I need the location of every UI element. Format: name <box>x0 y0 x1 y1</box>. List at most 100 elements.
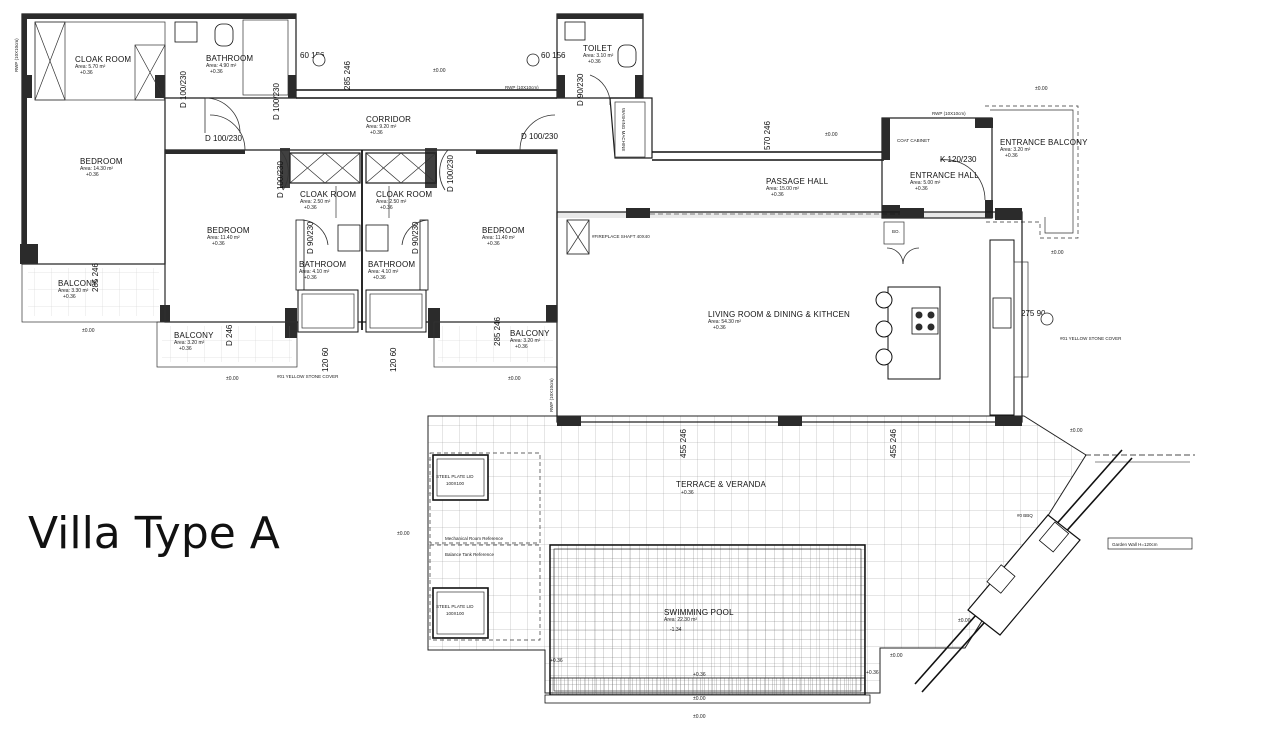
room-label-corridor: CORRIDOR <box>366 115 411 124</box>
window-tag-bath-low2: 120 60 <box>389 347 398 372</box>
window-tag-bal1: 285 246 <box>91 263 100 292</box>
level-marker: +0.36 <box>550 658 563 664</box>
bo-label: BO. <box>892 229 900 234</box>
room-level-terrace: +0.36 <box>681 490 694 496</box>
room-area-living: Area: 54.30 m² <box>708 319 741 325</box>
rwp-label-1: RWP (10X10cm) <box>14 38 19 72</box>
room-level-pool: -1.34 <box>670 627 682 633</box>
room-level-cloak-room-3: +0.36 <box>380 205 393 211</box>
bbq-label: #0 BBQ <box>1017 513 1033 518</box>
fireplace-shaft-label: #FIREPLACE SHAFT 40X40 <box>592 234 650 239</box>
room-area-bedroom-master: Area: 14.30 m² <box>80 166 113 172</box>
room-area-toilet: Area: 3.10 m² <box>583 53 614 59</box>
door-tag-8: D 90/230 <box>576 73 585 106</box>
stone-cover-label-2: #01 YELLOW STONE COVER <box>1060 336 1122 341</box>
level-marker: ±0.00 <box>890 653 903 659</box>
room-area-bathroom-3: Area: 4.10 m² <box>368 269 399 275</box>
room-area-bathroom-2: Area: 4.10 m² <box>299 269 330 275</box>
room-level-toilet: +0.36 <box>588 59 601 65</box>
room-level-bathroom-1: +0.36 <box>210 69 223 75</box>
rwp-label-4: RWP (10X10cm) <box>549 378 554 412</box>
level-marker: +0.36 <box>693 672 706 678</box>
room-level-balcony-2: +0.36 <box>179 346 192 352</box>
level-marker: ±0.00 <box>693 714 706 720</box>
window-tag-bal2: D 246 <box>225 324 234 346</box>
level-marker: +0.36 <box>866 670 879 676</box>
room-label-balcony-1: BALCONY <box>58 279 98 288</box>
steel-plate-lid-1 <box>432 454 489 501</box>
room-label-bathroom-2: BATHROOM <box>299 260 346 269</box>
window-tag-bath1: 60 156 <box>300 51 325 60</box>
steel-plate-lid-1-size: 100X100 <box>446 481 465 486</box>
rwp-label-3: RWP (10X10cm) <box>932 111 966 116</box>
room-area-bedroom-2: Area: 11.40 m² <box>207 235 240 241</box>
window-tag-passage: 570 246 <box>763 121 772 150</box>
room-area-bathroom-1: Area: 4.90 m² <box>206 63 237 69</box>
door-arcs <box>204 74 986 265</box>
room-area-passage-hall: Area: 15.00 m² <box>766 186 799 192</box>
window-tag-bal3: 285 246 <box>493 317 502 346</box>
room-label-bedroom-master: BEDROOM <box>80 157 123 166</box>
level-marker: ±0.00 <box>433 68 446 74</box>
room-level-passage-hall: +0.36 <box>771 192 784 198</box>
garden-wall-label: Garden Wall H=120cm <box>1112 542 1158 547</box>
room-level-bedroom-3: +0.36 <box>487 241 500 247</box>
room-label-toilet: TOILET <box>583 44 612 53</box>
level-marker: ±0.00 <box>1035 86 1048 92</box>
title: Villa Type A <box>28 508 280 559</box>
room-label-bathroom-3: BATHROOM <box>368 260 415 269</box>
room-area-balcony-1: Area: 3.30 m² <box>58 288 89 294</box>
level-marker: ±0.00 <box>1070 428 1083 434</box>
room-label-bathroom-1: BATHROOM <box>206 54 253 63</box>
door-tag-2: D 100/230 <box>205 134 242 143</box>
steel-plate-lid-2 <box>432 587 489 639</box>
room-area-cloak-room-1: Area: 5.70 m² <box>75 64 106 70</box>
door-tag-7: D 90/230 <box>411 221 420 254</box>
window-tag-terr1: 455 246 <box>679 429 688 458</box>
room-label-entrance-hall: ENTRANCE HALL <box>910 171 979 180</box>
level-marker: ±0.00 <box>1051 250 1064 256</box>
level-marker: ±0.00 <box>958 618 971 624</box>
room-label-cloak-room-2: CLOAK ROOM <box>300 190 356 199</box>
room-level-balcony-3: +0.36 <box>515 344 528 350</box>
room-level-cloak-room-1: +0.36 <box>80 70 93 76</box>
room-area-entrance-hall: Area: 5.00 m² <box>910 180 941 186</box>
room-level-entrance-balcony: +0.36 <box>1005 153 1018 159</box>
room-label-cloak-room-1: CLOAK ROOM <box>75 55 131 64</box>
room-level-living: +0.36 <box>713 325 726 331</box>
room-area-balcony-2: Area: 3.20 m² <box>174 340 205 346</box>
room-level-bathroom-2: +0.36 <box>304 275 317 281</box>
coat-cabinet-label: COAT CABINET <box>897 138 930 143</box>
washing-machine-label: WASHING MACHINE <box>621 108 626 151</box>
door-tag-4: D 100/230 <box>276 161 285 198</box>
room-level-bedroom-master: +0.36 <box>86 172 99 178</box>
room-label-bedroom-2: BEDROOM <box>207 226 250 235</box>
window-tag-terr2: 455 246 <box>889 429 898 458</box>
steel-plate-lid-2-label: STEEL PLATE LID <box>436 604 474 609</box>
room-area-bedroom-3: Area: 11.40 m² <box>482 235 515 241</box>
room-level-corridor: +0.36 <box>370 130 383 136</box>
door-tag-3: D 100/230 <box>521 132 558 141</box>
room-level-balcony-1: +0.36 <box>63 294 76 300</box>
room-label-bedroom-3: BEDROOM <box>482 226 525 235</box>
window-tag-corr: 285 246 <box>343 61 352 90</box>
balance-tank-label: Balance Tank Reference <box>445 552 494 557</box>
room-label-pool: SWIMMING POOL <box>664 608 734 617</box>
window-tag-toilet: 60 156 <box>541 51 566 60</box>
room-area-pool: Area: 22.30 m² <box>664 617 697 623</box>
door-tag-5: D 100/230 <box>446 155 455 192</box>
steel-plate-lid-2-size: 100X100 <box>446 611 465 616</box>
terrace-zone <box>427 415 1195 704</box>
room-level-bathroom-3: +0.36 <box>373 275 386 281</box>
level-marker: ±0.00 <box>693 696 706 702</box>
door-tag-entrance: K 120/230 <box>940 155 977 164</box>
room-area-cloak-room-2: Area: 2.50 m² <box>300 199 331 205</box>
room-label-balcony-2: BALCONY <box>174 331 214 340</box>
door-tag-1: D 100/230 <box>179 71 188 108</box>
swimming-pool <box>549 544 866 696</box>
level-marker: ±0.00 <box>825 132 838 138</box>
room-area-cloak-room-3: Area: 2.50 m² <box>376 199 407 205</box>
stone-cover-label-1: #01 YELLOW STONE COVER <box>277 374 339 379</box>
room-level-cloak-room-2: +0.36 <box>304 205 317 211</box>
